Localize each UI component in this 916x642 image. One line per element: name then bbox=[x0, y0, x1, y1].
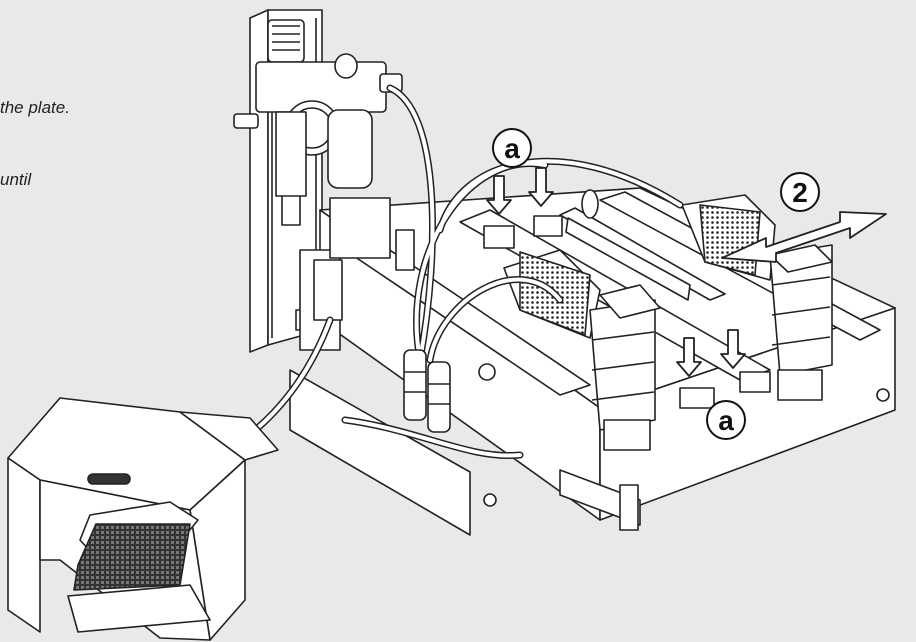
callout-a-top: a bbox=[492, 128, 532, 168]
instruction-text-2: until bbox=[0, 170, 32, 189]
clamp-right bbox=[681, 194, 833, 401]
svg-text:a: a bbox=[504, 133, 520, 164]
air-filter-regulator bbox=[233, 19, 403, 197]
foot-pedal bbox=[7, 397, 279, 641]
press-arrows bbox=[486, 167, 746, 377]
svg-text:a: a bbox=[718, 405, 734, 436]
slide-arrow bbox=[721, 211, 887, 263]
svg-text:2: 2 bbox=[792, 177, 808, 208]
callout-a-bottom: a bbox=[706, 400, 746, 440]
callout-step-2: 2 bbox=[780, 172, 820, 212]
instruction-text-1: the plate. bbox=[0, 98, 70, 117]
valve-block bbox=[299, 197, 415, 351]
